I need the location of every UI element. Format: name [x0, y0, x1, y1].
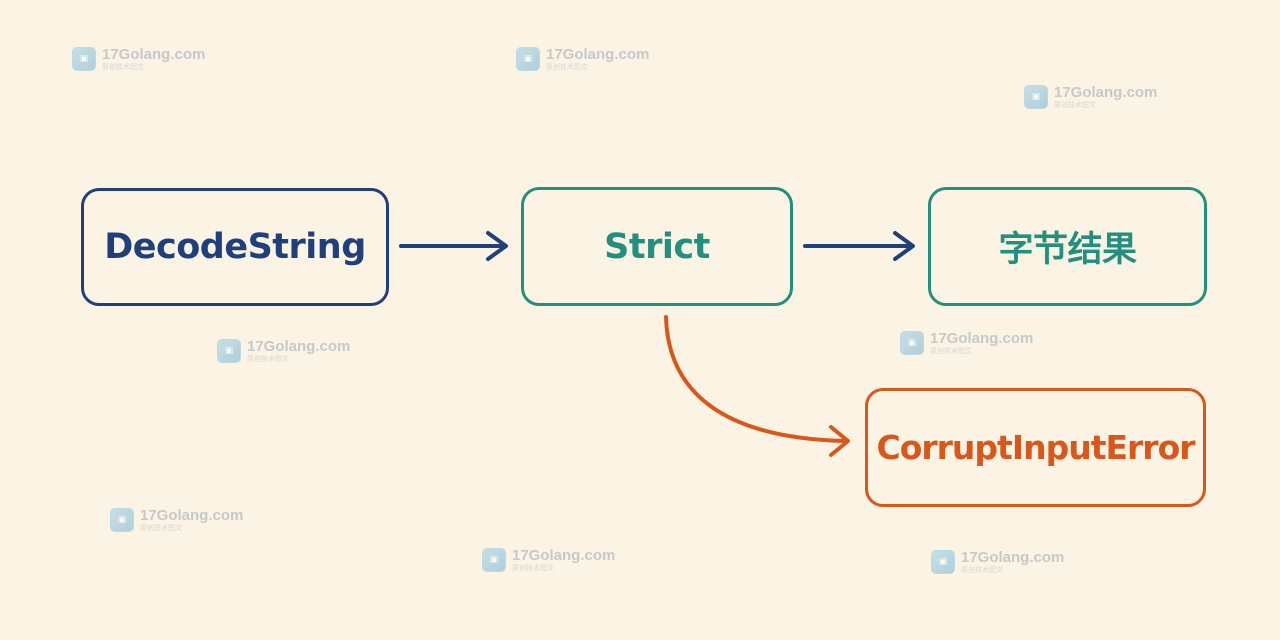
- watermark-text: 17Golang.com: [930, 330, 1034, 347]
- arrow-strict-to-error: [664, 315, 847, 443]
- arrowhead-strict-to-bytes: [893, 231, 915, 261]
- logo-icon: ▣: [110, 508, 134, 532]
- decodestring-label: DecodeString: [104, 227, 366, 267]
- decodestring-node: DecodeString: [81, 188, 389, 306]
- logo-icon: ▣: [482, 548, 506, 572]
- logo-icon: ▣: [516, 47, 540, 71]
- watermark-text: 17Golang.com: [512, 547, 616, 564]
- watermark-text: 17Golang.com: [546, 46, 650, 63]
- logo-icon: ▣: [1024, 85, 1048, 109]
- watermark-text: 17Golang.com: [1054, 84, 1158, 101]
- logo-icon: ▣: [931, 550, 955, 574]
- watermark-subtext: 原创技术图文: [512, 564, 554, 572]
- watermark-text: 17Golang.com: [961, 549, 1065, 566]
- watermark-subtext: 原创技术图文: [247, 355, 289, 363]
- logo-icon: ▣: [217, 339, 241, 363]
- watermark-subtext: 原创技术图文: [1054, 101, 1096, 109]
- logo-icon: ▣: [900, 331, 924, 355]
- byte-result-node: 字节结果: [928, 187, 1207, 306]
- byte-result-label: 字节结果: [998, 230, 1137, 270]
- watermark-text: 17Golang.com: [140, 507, 244, 524]
- corrupt-input-error-node: CorruptInputError: [865, 388, 1206, 507]
- watermark-text: 17Golang.com: [247, 338, 351, 355]
- watermark-subtext: 原创技术图文: [102, 63, 144, 71]
- watermark-subtext: 原创技术图文: [930, 347, 972, 355]
- arrowhead-decode-to-strict: [486, 231, 508, 261]
- logo-icon: ▣: [72, 47, 96, 71]
- watermark-text: 17Golang.com: [102, 46, 206, 63]
- watermark-subtext: 原创技术图文: [546, 63, 588, 71]
- strict-node: Strict: [521, 187, 793, 306]
- watermark-subtext: 原创技术图文: [961, 566, 1003, 574]
- watermark-subtext: 原创技术图文: [140, 524, 182, 532]
- arrowhead-strict-to-error: [829, 425, 850, 457]
- corrupt-input-error-label: CorruptInputError: [876, 428, 1195, 467]
- strict-label: Strict: [604, 226, 710, 267]
